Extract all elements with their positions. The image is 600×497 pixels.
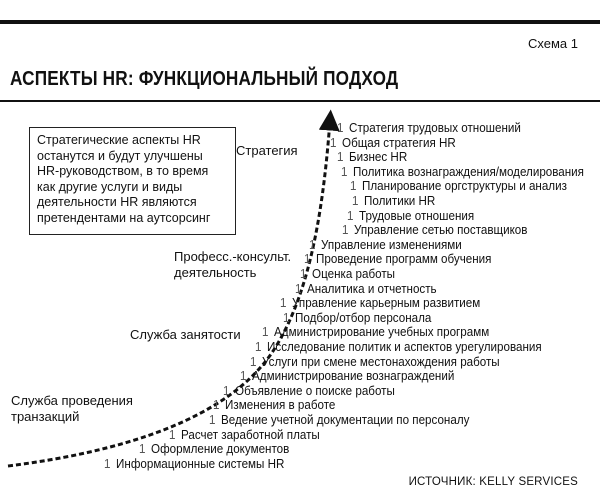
list-item-label: Стратегия трудовых отношений [349,121,521,135]
list-item-label: Объявление о поиске работы [235,383,395,398]
note-line: претендентами на аутсорсинг [37,210,211,225]
level-strategy: Стратегия [236,143,298,159]
list-item-label: Планирование оргструктуры и анализ [362,179,567,194]
page-title: АСПЕКТЫ HR: ФУНКЦИОНАЛЬНЫЙ ПОДХОД [10,68,399,90]
list-item: 1 Расчет заработной платы [169,428,320,442]
level-transactions-label-line2: транзакций [11,409,80,424]
list-item: 1 Объявление о поиске работы [223,384,395,398]
list-item-label: Подбор/отбор персонала [295,310,432,325]
list-item-label: Проведение программ обучения [316,252,492,267]
list-item-label: Администрирование вознаграждений [252,369,455,384]
list-item: 1 Подбор/отбор персонала [283,311,431,325]
list-item-marker: 1 [304,252,311,267]
list-item: 1 Оценка работы [300,267,395,281]
list-item-label: Управление карьерным развитием [292,296,481,311]
list-item-label: Политики HR [364,194,436,208]
list-item-marker: 1 [209,413,216,427]
list-item-marker: 1 [169,427,176,442]
list-item-label: Бизнес HR [349,150,408,165]
list-item-marker: 1 [223,383,230,398]
list-item: 1 Информационные системы HR [104,457,284,471]
list-item: 1 Проведение программ обучения [304,252,491,266]
title-rule [0,100,600,102]
list-item: 1 Аналитика и отчетность [295,282,437,296]
list-item-label: Оформление документов [151,442,290,457]
list-item-marker: 1 [300,267,307,281]
list-item-marker: 1 [309,237,316,252]
list-item-label: Изменения в работе [225,398,336,413]
note-line: деятельности HR являются [37,195,197,210]
list-item-marker: 1 [352,194,359,208]
list-item-label: Услуги при смене местонахождения работы [262,354,500,369]
list-item-marker: 1 [350,179,357,194]
note-line: HR-руководством, в то время [37,164,209,179]
level-employment: Служба занятости [130,327,241,343]
list-item: 1 Ведение учетной документации по персона… [209,413,469,427]
list-item-label: Администрирование учебных программ [274,325,490,340]
list-item: 1 Политики HR [352,194,435,208]
list-item-marker: 1 [342,223,349,238]
note-line: останутся и будут улучшены [37,148,203,163]
list-item-label: Общая стратегия HR [342,135,456,150]
list-item: 1 Управление сетью поставщиков [342,223,527,237]
level-consulting-label-line1: Професс.-консульт. [174,249,292,264]
list-item-marker: 1 [255,340,262,354]
list-item: 1 Планирование оргструктуры и анализ [350,179,567,193]
scheme-label: Схема 1 [528,36,578,51]
list-item-label: Управление изменениями [321,237,462,252]
list-item: 1 Стратегия трудовых отношений [337,121,521,135]
list-item: 1 Исследование политик и аспектов урегули… [255,340,542,354]
note-box: Стратегические аспекты HR останутся и бу… [29,127,236,235]
list-item-label: Расчет заработной платы [181,427,320,442]
list-item-marker: 1 [337,150,344,165]
list-item: 1 Администрирование вознаграждений [240,369,454,383]
list-item-label: Трудовые отношения [359,208,475,223]
level-transactions-label-line1: Служба проведения [11,393,133,408]
level-transactions: Служба проведения транзакций [11,393,133,425]
list-item-marker: 1 [240,369,247,384]
list-item-label: Аналитика и отчетность [307,281,437,296]
list-item: 1 Изменения в работе [213,398,335,412]
note-line: Стратегические аспекты HR [37,133,201,147]
level-consulting: Професс.-консульт. деятельность [174,249,291,281]
list-item-marker: 1 [283,310,290,325]
list-item: 1 Администрирование учебных программ [262,325,489,339]
list-item-marker: 1 [139,442,146,457]
note-line: как другие услуги и виды [37,179,183,194]
source-note: ИСТОЧНИК: KELLY SERVICES [408,476,578,488]
list-item-label: Ведение учетной документации по персонал… [221,413,470,427]
list-item-marker: 1 [250,354,257,369]
growth-curve [7,109,340,468]
list-item: 1 Трудовые отношения [347,209,474,223]
list-item-marker: 1 [104,456,111,471]
list-item: 1 Бизнес HR [337,150,407,164]
level-consulting-label-line2: деятельность [174,265,257,280]
list-item: 1 Управление изменениями [309,238,462,252]
list-item-label: Политика вознаграждения/моделирования [353,164,584,179]
list-item-label: Информационные системы HR [116,456,285,471]
top-rule [0,20,600,24]
list-item-marker: 1 [295,281,302,296]
list-item: 1 Услуги при смене местонахождения работы [250,355,500,369]
list-item-label: Оценка работы [312,267,396,281]
list-item: 1 Оформление документов [139,442,289,456]
list-item-label: Исследование политик и аспектов урегулир… [267,340,542,354]
list-item-marker: 1 [213,398,220,413]
level-employment-label: Служба занятости [130,327,241,342]
level-strategy-label: Стратегия [236,143,298,158]
list-item-marker: 1 [347,208,354,223]
list-item-marker: 1 [280,296,287,311]
list-item: 1 Управление карьерным развитием [280,296,480,310]
list-item-marker: 1 [262,325,269,340]
list-item-label: Управление сетью поставщиков [354,223,528,238]
list-item-marker: 1 [341,164,348,179]
list-item: 1 Политика вознаграждения/моделирования [341,165,584,179]
list-item-marker: 1 [337,121,344,135]
list-item-marker: 1 [330,135,337,150]
list-item: 1 Общая стратегия HR [330,136,456,150]
